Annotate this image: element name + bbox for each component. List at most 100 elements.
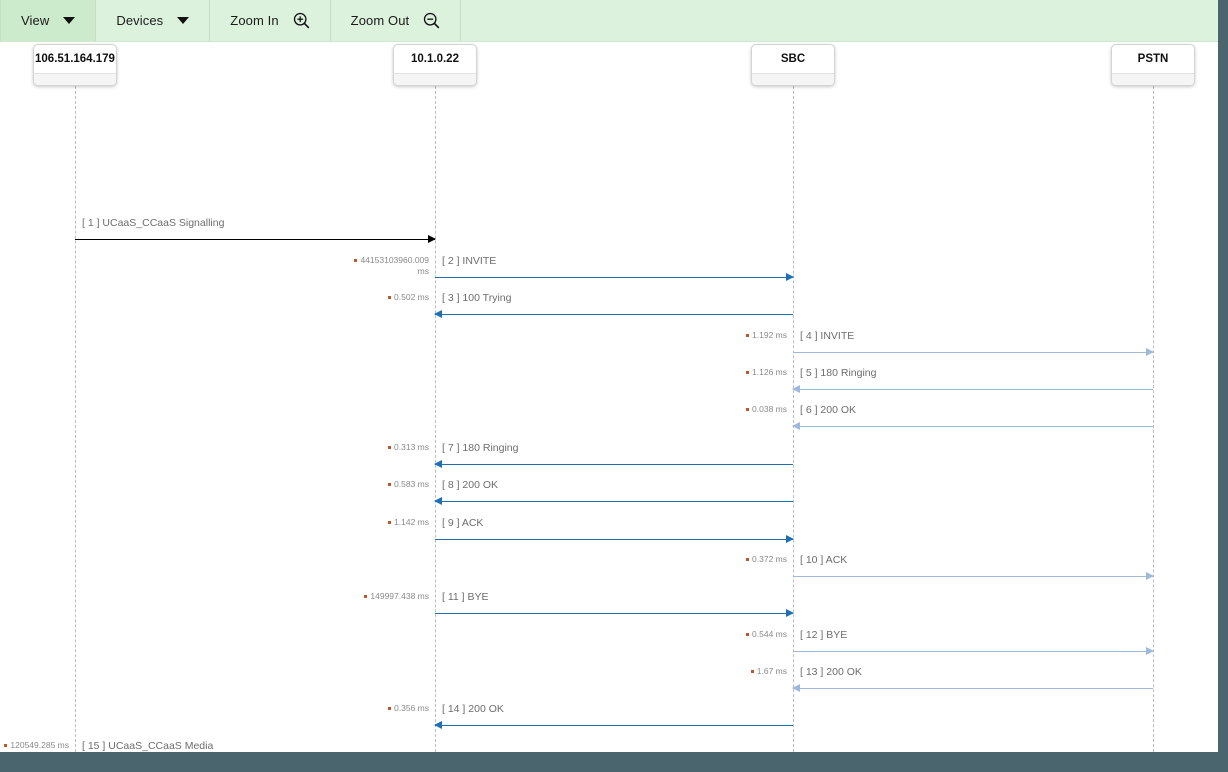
zoom-in-icon xyxy=(293,12,310,29)
message-timing: 0.313 ms xyxy=(353,442,429,453)
timing-marker-icon xyxy=(388,707,392,711)
status-bar xyxy=(0,752,1228,772)
view-menu-button[interactable]: View xyxy=(1,0,96,41)
toolbar-separator xyxy=(0,0,1,41)
message-arrow-line xyxy=(435,464,793,465)
lifeline-pstn xyxy=(1153,86,1154,752)
timing-marker-icon xyxy=(746,371,750,375)
message-arrow-head xyxy=(792,384,800,393)
zoom-out-button[interactable]: Zoom Out xyxy=(331,0,461,41)
message-label: [ 10 ] ACK xyxy=(800,554,848,566)
participant-node-footer xyxy=(1112,73,1194,85)
toolbar-button-label: Zoom Out xyxy=(350,13,410,28)
devices-menu-button[interactable]: Devices xyxy=(96,0,209,41)
message-timing-value: 0.372 ms xyxy=(752,554,787,564)
toolbar: View Devices Zoom In Zoom Out xyxy=(0,0,1218,42)
message-arrow-line xyxy=(793,651,1153,652)
participant-node[interactable]: 106.51.164.179 xyxy=(33,44,117,86)
lifeline-sbc xyxy=(793,86,794,752)
message-arrow-head xyxy=(786,272,794,281)
message-label: [ 7 ] 180 Ringing xyxy=(442,442,519,454)
toolbar-separator xyxy=(95,0,97,41)
message-arrow-head xyxy=(434,459,442,468)
message-arrow-line xyxy=(435,725,793,726)
toolbar-separator xyxy=(209,0,211,41)
message-timing-value: 1.67 ms xyxy=(756,666,787,676)
message-timing: 44153103960.009 ms xyxy=(353,255,429,277)
message-timing-value: 0.544 ms xyxy=(752,629,787,639)
zoom-in-button[interactable]: Zoom In xyxy=(210,0,329,41)
message-arrow-line xyxy=(75,239,435,240)
message-arrow-line xyxy=(793,426,1153,427)
message-arrow-line xyxy=(435,314,793,315)
toolbar-button-label: View xyxy=(21,13,50,28)
participant-node[interactable]: 10.1.0.22 xyxy=(393,44,477,86)
message-label: [ 6 ] 200 OK xyxy=(800,404,857,416)
message-timing: 0.372 ms xyxy=(711,554,787,565)
message-label: [ 8 ] 200 OK xyxy=(442,479,499,491)
message-timing-value: 0.313 ms xyxy=(394,442,429,452)
timing-marker-icon xyxy=(746,558,750,562)
diagram-canvas[interactable]: 106.51.164.179 10.1.0.22 SBC PSTN [ 1 ] UCaa… xyxy=(0,42,1218,752)
message-timing: 0.356 ms xyxy=(353,703,429,714)
message-timing-value: 0.038 ms xyxy=(752,404,787,414)
message-arrow-head xyxy=(786,534,794,543)
message-label: [ 11 ] BYE xyxy=(442,591,489,603)
participant-label: 10.1.0.22 xyxy=(411,53,459,65)
message-arrow-head xyxy=(1146,646,1154,655)
message-timing: 149997.438 ms xyxy=(353,591,429,602)
lifeline-106-51-164-179 xyxy=(75,86,76,752)
timing-marker-icon xyxy=(354,259,358,263)
message-arrow-head xyxy=(786,608,794,617)
participant-node[interactable]: PSTN xyxy=(1111,44,1195,86)
message-label: [ 2 ] INVITE xyxy=(442,255,497,267)
message-timing-value: 1.192 ms xyxy=(752,330,787,340)
message-timing-value: 44153103960.009 ms xyxy=(360,255,429,276)
message-timing: 1.67 ms xyxy=(711,666,787,677)
toolbar-button-label: Devices xyxy=(116,13,164,28)
message-arrow-head xyxy=(434,309,442,318)
participant-node[interactable]: SBC xyxy=(751,44,835,86)
message-timing: 0.544 ms xyxy=(711,629,787,640)
participant-node-footer xyxy=(34,73,116,85)
message-timing: 120549.285 ms xyxy=(0,740,69,751)
timing-marker-icon xyxy=(750,670,754,674)
toolbar-separator xyxy=(460,0,462,41)
participant-label: 106.51.164.179 xyxy=(35,53,115,65)
message-arrow-line xyxy=(793,352,1153,353)
message-label: [ 15 ] UCaaS_CCaaS Media xyxy=(82,740,214,752)
lifeline-10-1-0-22 xyxy=(435,86,436,752)
message-timing-value: 0.356 ms xyxy=(394,703,429,713)
message-arrow-head xyxy=(434,720,442,729)
message-arrow-head xyxy=(792,683,800,692)
message-arrow-line xyxy=(793,688,1153,689)
message-arrow-head xyxy=(434,496,442,505)
toolbar-button-label: Zoom In xyxy=(230,13,279,28)
sequence-diagram-app: View Devices Zoom In Zoom Out 106.51.164.17… xyxy=(0,0,1218,752)
message-timing: 0.583 ms xyxy=(353,479,429,490)
chevron-down-icon xyxy=(63,17,76,24)
message-arrow-line xyxy=(435,501,793,502)
message-label: [ 12 ] BYE xyxy=(800,629,848,641)
message-arrow-head xyxy=(792,421,800,430)
participant-label: PSTN xyxy=(1137,53,1169,65)
timing-marker-icon xyxy=(746,633,750,637)
message-label: [ 14 ] 200 OK xyxy=(442,703,504,715)
message-timing: 0.038 ms xyxy=(711,404,787,415)
message-timing-value: 0.502 ms xyxy=(394,292,429,302)
message-label: [ 1 ] UCaaS_CCaaS Signalling xyxy=(82,217,225,229)
message-label: [ 3 ] 100 Trying xyxy=(442,292,512,304)
message-arrow-line xyxy=(435,613,793,614)
message-timing: 1.126 ms xyxy=(711,367,787,378)
message-timing: 0.502 ms xyxy=(353,292,429,303)
toolbar-separator xyxy=(329,0,331,41)
message-timing: 1.142 ms xyxy=(353,517,429,528)
message-arrow-head xyxy=(1146,571,1154,580)
timing-marker-icon xyxy=(388,446,392,450)
message-timing-value: 1.142 ms xyxy=(394,517,429,527)
participant-node-footer xyxy=(752,73,834,85)
participant-node-footer xyxy=(394,73,476,85)
message-arrow-line xyxy=(793,576,1153,577)
timing-marker-icon xyxy=(746,334,750,338)
message-arrow-head xyxy=(1146,347,1154,356)
